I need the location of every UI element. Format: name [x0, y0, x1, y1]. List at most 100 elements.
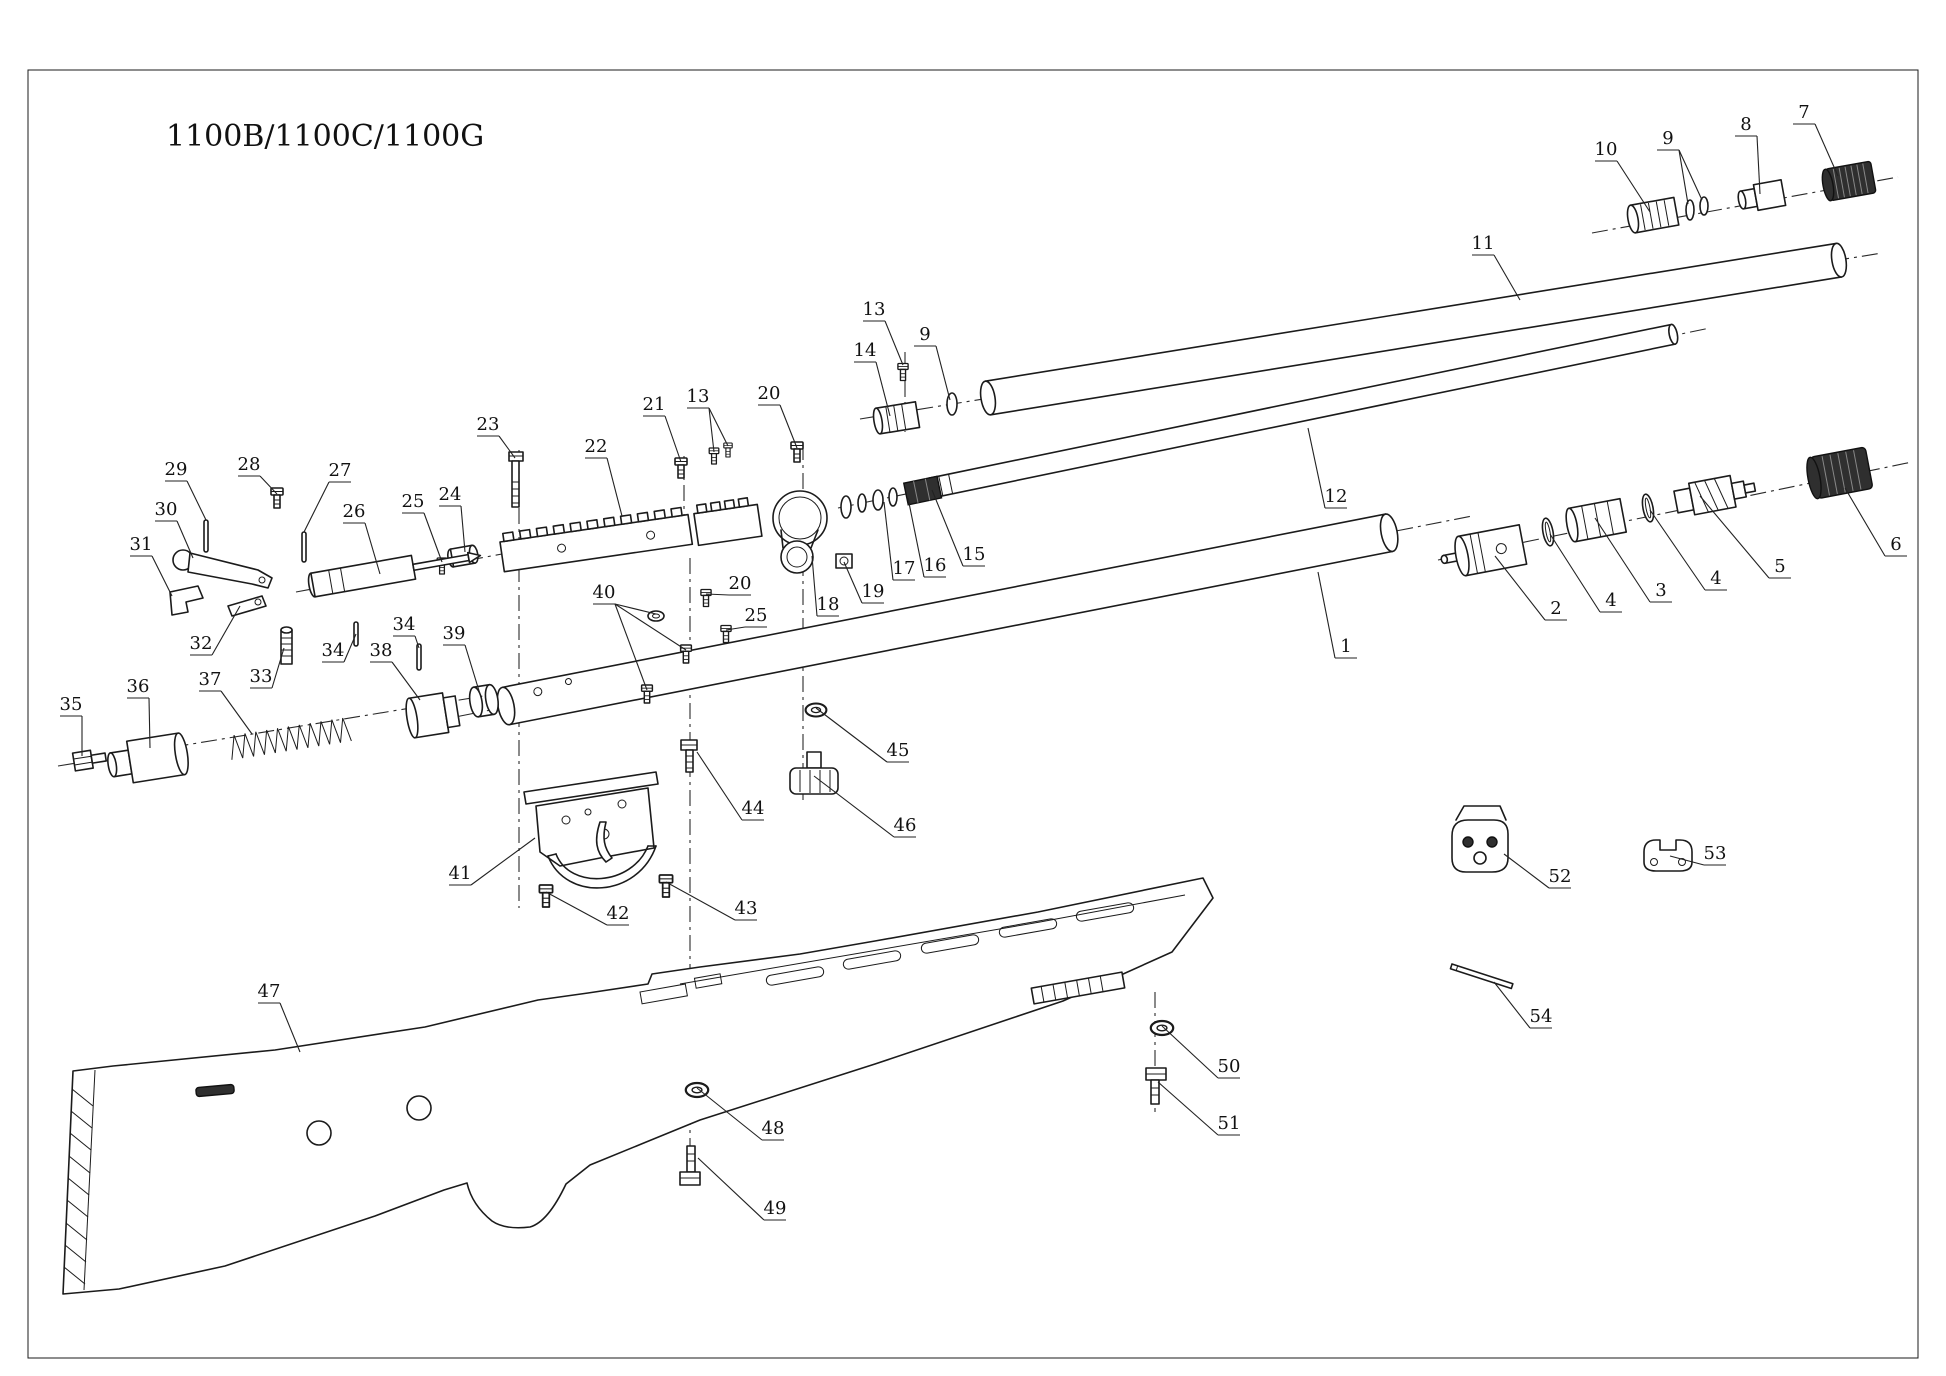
stock-logo-mark [195, 1083, 235, 1098]
part-19-square-nut [835, 553, 853, 569]
part-number-label: 44 [742, 798, 765, 819]
leader-line [935, 345, 951, 401]
part-45-washer [804, 702, 828, 718]
part-11-outer-barrel [979, 242, 1848, 416]
part-number-label: 18 [817, 594, 840, 615]
part-number-label: 20 [729, 573, 752, 594]
part-3-valve-stack [1565, 497, 1628, 543]
leader-line [697, 1157, 765, 1221]
part-37-hammer-spring [231, 717, 352, 760]
part-number-label: 9 [1662, 128, 1673, 149]
part-33-threaded-stud [280, 626, 293, 665]
part-number-label: 1 [1340, 636, 1351, 657]
part-number-label: 28 [238, 454, 261, 475]
leader-line [259, 475, 278, 495]
part-14-barrel-band [872, 400, 921, 435]
leader-line [614, 603, 687, 651]
part-number-label: 27 [329, 460, 352, 481]
part-31-bracket [169, 585, 204, 616]
part-number-label: 43 [735, 898, 758, 919]
part-36-spring-seat [107, 732, 189, 784]
part-number-label: 40 [593, 582, 616, 603]
part-number-label: 25 [402, 491, 425, 512]
part-54-pin-rod [1449, 963, 1514, 990]
part-23-rail-screw [508, 451, 524, 508]
leader-line [498, 435, 516, 459]
part-number-label: 31 [130, 534, 153, 555]
leader-line [705, 593, 730, 596]
part-number-label: 10 [1595, 139, 1618, 160]
part-number-label: 54 [1530, 1006, 1553, 1027]
leader-line [464, 644, 481, 695]
part-number-label: 45 [887, 740, 910, 761]
part-47-stock [62, 877, 1214, 1295]
leader-line [545, 891, 608, 926]
part-43-screw [658, 874, 674, 898]
part-35-bolt [71, 749, 108, 772]
stock-accessory-rail [1030, 971, 1126, 1005]
part-number-label: 17 [893, 558, 916, 579]
part-number-label: 2 [1550, 598, 1561, 619]
part-16-17-washers [840, 487, 898, 519]
part-18-cocking-collar [772, 490, 828, 574]
part-number-label: 35 [60, 694, 83, 715]
leader-line [1616, 160, 1651, 213]
leader-line [813, 775, 895, 838]
drawing-border-frame [27, 69, 1919, 1359]
part-number-label: 21 [643, 394, 666, 415]
part-49-stock-screw [679, 1145, 701, 1186]
part-27-pin [301, 531, 307, 563]
leader-line [1493, 981, 1531, 1029]
leader-line [696, 1087, 763, 1141]
leader-line [815, 707, 888, 763]
part-32-link-plate [227, 595, 267, 617]
leader-line [1678, 149, 1703, 201]
part-number-label: 13 [687, 386, 710, 407]
part-number-label: 13 [863, 299, 886, 320]
leader-line [1494, 555, 1546, 621]
part-26-cocking-rod [307, 551, 482, 598]
leader-line [391, 661, 421, 701]
leader-line [1844, 487, 1886, 557]
leader-line [1317, 571, 1336, 659]
leader-line [460, 505, 466, 553]
model-title: 1100B/1100C/1100G [166, 119, 484, 154]
part-number-label: 8 [1740, 114, 1751, 135]
leader-line [1307, 427, 1326, 509]
part-number-label: 42 [607, 903, 630, 924]
leader-line [1549, 533, 1601, 613]
part-number-label: 38 [370, 640, 393, 661]
part-number-label: 24 [439, 484, 462, 505]
part-38-hammer [405, 692, 461, 739]
part-2-valve-body [1440, 524, 1528, 577]
part-4-circlip-left [1541, 517, 1555, 547]
leader-line [271, 647, 285, 689]
part-number-label: 32 [190, 633, 213, 654]
part-13-screw-a [897, 362, 909, 382]
part-number-label: 34 [393, 614, 416, 635]
part-number-label: 12 [1325, 486, 1348, 507]
leader-line [884, 320, 904, 366]
leader-line [343, 633, 357, 663]
part-number-label: 20 [758, 383, 781, 404]
leader-line [1649, 509, 1706, 591]
leader-line [1157, 1081, 1219, 1136]
leader-line [148, 697, 151, 749]
part-number-label: 52 [1549, 866, 1572, 887]
part-25-screw-b [720, 624, 732, 644]
part-number-label: 50 [1218, 1056, 1241, 1077]
part-number-label: 47 [258, 981, 281, 1002]
leader-line [708, 407, 729, 447]
leader-line [1594, 517, 1651, 603]
leader-line [1814, 123, 1839, 177]
leader-line [1678, 149, 1689, 205]
part-1-air-cylinder [496, 513, 1399, 726]
leader-line [1161, 1025, 1219, 1079]
leader-line [811, 555, 818, 617]
leader-line [1756, 135, 1761, 195]
part-39-bushing-ring [468, 683, 499, 718]
part-number-label: 37 [199, 669, 222, 690]
part-number-label: 36 [127, 676, 150, 697]
